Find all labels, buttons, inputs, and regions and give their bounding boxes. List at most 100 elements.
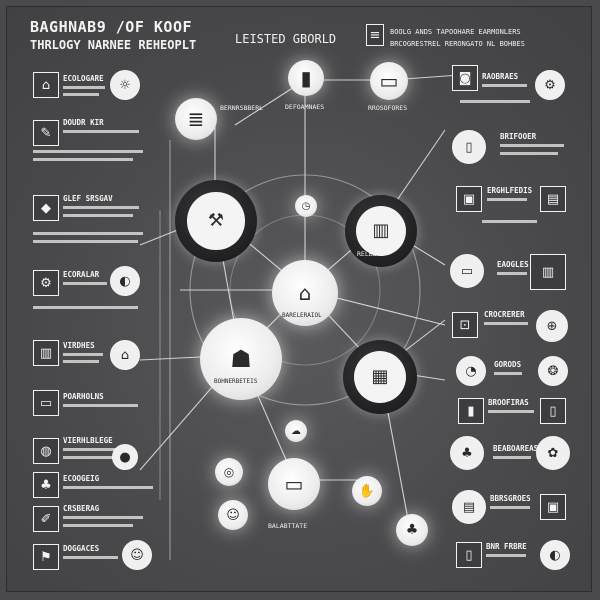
chart-icon: ▮ (458, 398, 484, 424)
text-line (487, 198, 527, 201)
node-hub-left: ⚒ (175, 180, 257, 262)
leaf-icon: ◆ (33, 195, 59, 221)
text-line (63, 486, 153, 489)
person-icon: ☺ (122, 540, 152, 570)
node-center: ⌂ (272, 260, 338, 326)
text-line (63, 214, 133, 217)
text-line (33, 306, 138, 309)
text-line (494, 372, 522, 375)
node-hub-right: ▥ (345, 195, 417, 267)
header-note-2: BRCOGRESTREL RERONGATO NL BOHBES (390, 40, 525, 48)
leaf-icon: ✿ (536, 436, 570, 470)
right-item-title: ERGHLFEDIS (487, 186, 533, 195)
node-hub-building: ▦ (343, 340, 417, 414)
text-line (63, 86, 105, 89)
camera-icon: ◙ (452, 65, 478, 91)
node-bottom: ▭ (268, 458, 320, 510)
right-item-title: BEABOAREAS (493, 444, 539, 453)
tablet-icon: ▯ (452, 130, 486, 164)
text-line (63, 353, 103, 356)
handshake-icon: ✋ (358, 483, 376, 499)
left-item-title: ECOOGEIG (63, 474, 100, 483)
text-line (493, 456, 531, 459)
text-line (488, 410, 534, 413)
left-item-title: POARHOLNS (63, 392, 104, 401)
text-line (490, 506, 530, 509)
document-icon: ≣ (187, 107, 205, 131)
right-item-title: RAOBRAES (482, 72, 519, 81)
factory-icon: ⌂ (298, 281, 312, 305)
text-line (497, 272, 527, 275)
node-left-top: ≣ (175, 98, 217, 140)
right-item-title: BNR FRBRE (486, 542, 527, 551)
text-line (63, 456, 125, 459)
text-line (500, 152, 558, 155)
node-bottom-label: BALABTTATE (268, 522, 308, 530)
node-hub-left-inner: ⚒ (187, 192, 245, 250)
node-top-1-label: DEFOAMNAES (285, 103, 325, 111)
node-hub-building-inner: ▦ (354, 351, 406, 403)
node-small: ◷ (295, 195, 317, 217)
text-line (484, 322, 528, 325)
pen-icon: ✐ (33, 506, 59, 532)
left-item-title: DOUDR KIR (63, 118, 104, 127)
cloud-icon: ☁ (291, 425, 301, 437)
clock-icon: ◷ (301, 200, 311, 212)
node-bottom-left: ◎ (215, 458, 243, 486)
node-cloud: ☁ (285, 420, 307, 442)
text-line (33, 150, 143, 153)
right-item-title: EAOGLES (497, 260, 529, 269)
building-icon: ▦ (371, 366, 389, 388)
circle-icon: ● (112, 444, 138, 470)
text-line (486, 554, 526, 557)
diagram-right-title: LEISTED GBORLD (235, 32, 337, 46)
people-icon: ☗ (230, 345, 252, 373)
phone-icon: ▯ (456, 542, 482, 568)
drop-icon: ◔ (456, 356, 486, 386)
text-line (482, 220, 537, 223)
node-left-top-label: BERNRSBBERL (220, 104, 264, 112)
screen-icon: ▥ (530, 254, 566, 290)
monitor-icon: ▭ (450, 254, 484, 288)
text-line (63, 360, 99, 363)
tree-icon: ♣ (33, 472, 59, 498)
case-icon: ▤ (452, 490, 486, 524)
person-icon: ☺ (226, 507, 240, 523)
diagram-subtitle: THRLOGY NARNEE REHEOPLT (30, 38, 197, 52)
text-line (63, 524, 133, 527)
box-icon: ▣ (456, 186, 482, 212)
globe-icon: ◍ (33, 438, 59, 464)
node-hub-right-inner: ▥ (355, 205, 407, 257)
node-handshake: ✋ (352, 476, 382, 506)
tree-icon: ♣ (450, 436, 484, 470)
node-people-label: BOHNERBETEIS (214, 378, 258, 385)
text-line (63, 130, 139, 133)
node-people: ☗ (200, 318, 282, 400)
tree-icon: ♣ (405, 522, 419, 538)
pin-icon: ⚑ (33, 544, 59, 570)
lock-icon: ⊡ (452, 312, 478, 338)
left-item-title: VIRDHES (63, 341, 95, 350)
monitor-icon: ▭ (379, 69, 399, 93)
tools-icon: ⚒ (207, 210, 225, 232)
right-item-title: BROOFIRAS (488, 398, 529, 407)
node-top-2: ▭ (370, 62, 408, 100)
house-icon: ⌂ (110, 340, 140, 370)
gear-icon: ⚙ (535, 70, 565, 100)
text-line (63, 404, 138, 407)
left-item-title: DOGGACES (63, 544, 100, 553)
text-line (63, 282, 107, 285)
screen-icon: ▭ (33, 390, 59, 416)
text-line (63, 206, 139, 209)
text-line (460, 100, 530, 103)
monitor-icon: ▯ (540, 398, 566, 424)
left-item-title: GLEF SRSGAV (63, 194, 113, 203)
text-line (63, 448, 135, 451)
right-item-title: BRIFOOER (500, 132, 537, 141)
node-top-1: ▮ (288, 60, 324, 96)
screen-icon: ▭ (284, 472, 304, 496)
target-icon: ◎ (223, 465, 235, 479)
node-hub-right-label: RELBERS (357, 250, 385, 258)
left-item-title: CRSBERAG (63, 504, 100, 513)
